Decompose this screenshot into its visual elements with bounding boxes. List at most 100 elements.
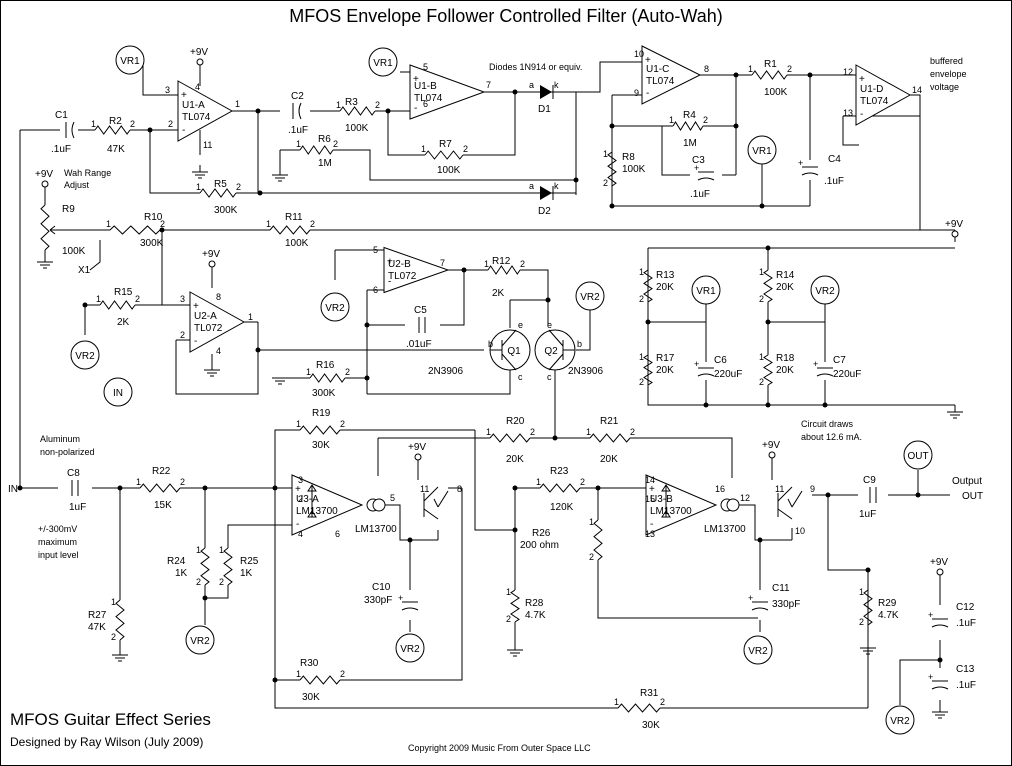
supply-v9-u3b: +9V	[762, 440, 780, 463]
resistor-ref: R23	[550, 466, 569, 477]
capacitor-value: 330pF	[364, 595, 392, 606]
opamp-ref: U2-A	[194, 311, 217, 322]
resistor-value: 1M	[318, 158, 332, 169]
resistor-zigzag	[589, 433, 631, 443]
polarity-plus: +	[694, 163, 699, 173]
capacitor-value: .01uF	[406, 339, 432, 350]
note-circuit-2: about 12.6 mA.	[801, 432, 862, 442]
output-caption: Output	[952, 476, 982, 487]
resistor-value: 2K	[117, 317, 130, 328]
base-pin: b	[488, 339, 493, 349]
vr2-label: VR2	[325, 303, 345, 314]
ground-symbol	[37, 261, 53, 269]
resistor-zigzag	[424, 150, 464, 160]
capacitor-value: .1uF	[956, 680, 976, 691]
resistor-ref: R26	[532, 528, 551, 539]
ota-current-source-a	[366, 498, 386, 512]
resistor-ref: R25	[240, 556, 259, 567]
vr2-reference-bubble: VR2	[70, 340, 100, 370]
transistor-ref: Q2	[544, 346, 558, 357]
base-pin: b	[577, 339, 582, 349]
opamp-plus-sign: +	[387, 257, 393, 268]
note-buffered-3: voltage	[930, 82, 959, 92]
resistor-ref: R20	[506, 416, 525, 427]
resistor-ref: R9	[62, 204, 75, 215]
copyright-notice: Copyright 2009 Music From Outer Space LL…	[408, 743, 591, 753]
vr1-label: VR1	[752, 146, 772, 157]
capacitor-value: 1uF	[859, 509, 876, 520]
pin-number: 2	[520, 259, 525, 269]
vr2-label: VR2	[815, 286, 835, 297]
capacitor-value: 220uF	[714, 369, 742, 380]
ic-pin-number: 11	[775, 484, 784, 494]
note-diodes: Diodes 1N914 or equiv.	[489, 62, 582, 72]
resistor-zigzag	[299, 675, 341, 685]
resistor-ref: R3	[345, 97, 358, 108]
resistor-ref: R16	[316, 360, 335, 371]
ic-pin-number: 1	[235, 99, 240, 109]
resistor-value: 100K	[345, 123, 369, 134]
pin-number: 2	[639, 377, 644, 387]
capacitor-ref: C10	[372, 582, 391, 593]
opamp-ref: U1-D	[860, 84, 883, 95]
resistor-ref: R6	[318, 134, 331, 145]
resistor-zigzag	[510, 589, 520, 623]
ic-pin-number: 12	[740, 493, 750, 503]
resistor-zigzag	[99, 300, 136, 310]
emitter-pin: e	[547, 320, 552, 330]
capacitor-c1: C1.1uF	[51, 110, 75, 155]
ic-pin-number: 10	[634, 49, 644, 59]
vr1-label: VR1	[120, 56, 140, 67]
resistor-ref: R22	[152, 466, 171, 477]
resistor-zigzag	[672, 121, 704, 131]
resistor-ref: R30	[300, 658, 319, 669]
opamp-plus-sign: +	[295, 484, 301, 495]
pin-number: 2	[463, 144, 468, 154]
pin-number: 1	[484, 259, 489, 269]
resistor-value: 300K	[140, 238, 164, 249]
supply-v9-u3a: +9V	[408, 442, 426, 465]
ic-pin-number: 4	[216, 346, 221, 356]
resistor-value: 30K	[312, 440, 330, 451]
resistor-value: 15K	[154, 500, 172, 511]
resistor-zigzag	[617, 703, 661, 713]
opamp-part: TL074	[860, 96, 889, 107]
ground-symbol	[204, 369, 220, 377]
pin-number: 1	[759, 352, 764, 362]
vr1-label: VR1	[373, 58, 393, 69]
transistor-ref: Q1	[507, 346, 521, 357]
supply-v9-rail: +9V	[945, 219, 963, 242]
pin-number: 2	[759, 294, 764, 304]
polarity-plus: +	[748, 593, 753, 603]
vr2-label: VR2	[580, 292, 600, 303]
pin-number: 2	[506, 614, 511, 624]
pin-number: 1	[759, 267, 764, 277]
opamp-symbols: U1-ATL074+-U1-BTL074+-U1-CTL074+-U1-DTL0…	[177, 45, 912, 536]
wiper-arrow	[49, 225, 60, 235]
ic-pin-number: 7	[440, 258, 445, 268]
pin-number: 2	[703, 115, 708, 125]
resistor-ref: R18	[776, 353, 795, 364]
pin-number: 1	[336, 100, 341, 110]
pin-number: 1	[296, 139, 301, 149]
ground-symbols	[37, 171, 963, 719]
resistor-ref: R11	[285, 212, 303, 223]
resistor-value: 20K	[776, 365, 794, 376]
resistor-zigzag	[269, 225, 311, 235]
supply-label: +9V	[945, 219, 963, 230]
ic-pin-number: 15	[645, 494, 655, 504]
anode-pin: a	[529, 181, 534, 191]
ground-symbol	[932, 711, 948, 719]
capacitor-value: 1uF	[69, 502, 86, 513]
pin-number: 2	[340, 419, 345, 429]
capacitor-c3: +C3.1uF	[690, 155, 715, 200]
pin-number: 1	[486, 427, 491, 437]
